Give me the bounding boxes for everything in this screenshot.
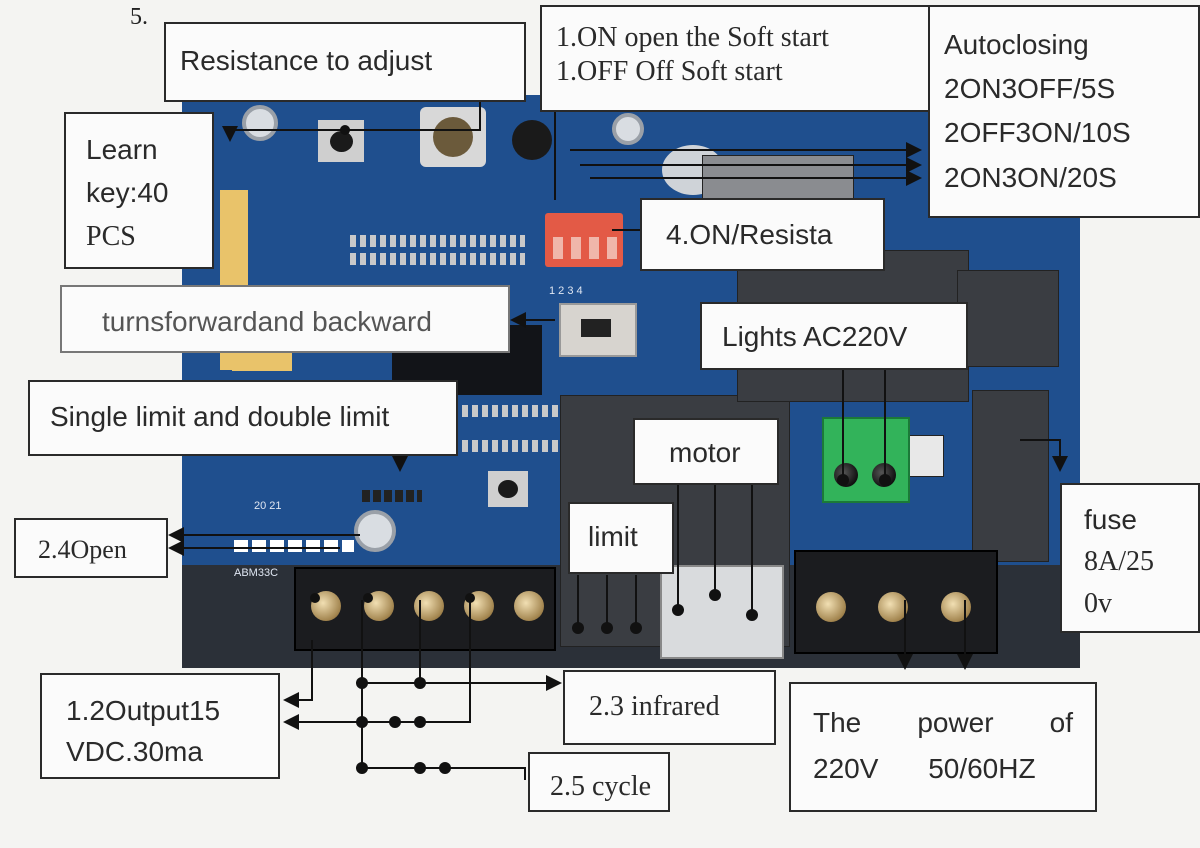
pin-header [350,253,525,265]
open-label: 2.4Open [14,518,168,578]
relay-block [957,270,1059,367]
motor-label: motor [633,418,779,485]
fuse-holder [972,390,1049,562]
mounting-hole [354,510,396,552]
cycle-label: 2.5 cycle [528,752,670,812]
limit-button [488,471,528,507]
soft-start-label: 1.ON open the Soft start 1.OFF Off Soft … [540,5,930,112]
potentiometer-knob [420,107,486,167]
lights-label: Lights AC220V [700,302,968,370]
limit-mode-label: Single limit and double limit [28,380,458,456]
limit-terminal-block [660,565,784,659]
direction-label: turnsforwardand backward [60,285,510,353]
dip-numbers: 1 2 3 4 [549,285,583,297]
model-label: ABM33C [234,567,279,579]
resistance-label: Resistance to adjust [164,22,526,102]
output-label: 1.2Output15 VDC.30ma [40,673,280,779]
dip-switch [545,213,623,267]
capacitor [512,120,552,160]
limit-label: limit [568,502,674,574]
mounting-hole [612,113,644,145]
fuse-label: fuse 8A/25 0v [1060,483,1200,633]
mounting-hole [242,105,278,141]
direction-slide-switch [559,303,637,357]
terminal-screw [514,591,544,621]
pin-label: 20 21 [254,500,282,512]
infrared-label: 2.3 infrared [563,670,776,745]
connector-strip [232,353,292,371]
low-voltage-terminal-block [294,567,556,651]
jumper-header [362,490,422,502]
resista-label: 4.ON/Resista [640,198,885,271]
terminal-screw [878,592,908,622]
terminal-screw [816,592,846,622]
autoclosing-label: Autoclosing 2ON3OFF/5S 2OFF3ON/10S 2ON3O… [928,5,1200,218]
pin-header [350,235,525,247]
power-label: The power of 220V 50/60HZ [789,682,1097,812]
page-number: 5. [130,4,148,30]
learn-key-label: Learn key:40 PCS [64,112,214,269]
